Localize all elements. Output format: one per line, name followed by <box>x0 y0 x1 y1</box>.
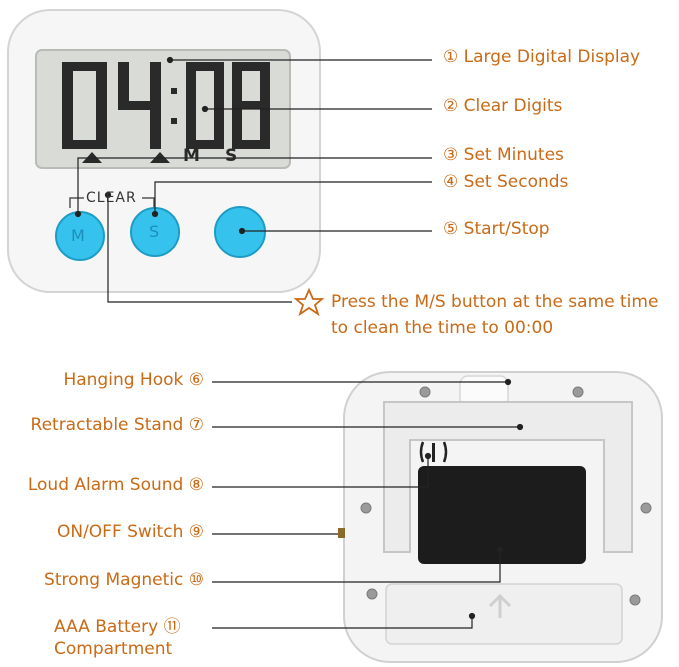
screw-icon <box>360 386 652 606</box>
callout-strong-magnetic: Strong Magnetic ⑩ <box>44 570 204 590</box>
callout-text: Set Minutes <box>463 145 564 165</box>
lcd-digits <box>62 62 270 149</box>
second-button-label: S <box>149 222 160 241</box>
callout-clear-digits: ② Clear Digits <box>443 96 562 116</box>
clear-label: CLEAR <box>86 190 137 206</box>
callout-text: Set Seconds <box>463 172 569 192</box>
callout-text: Loud Alarm Sound <box>27 475 184 495</box>
callout-number: ⑩ <box>188 570 204 590</box>
speaker-icon <box>419 441 448 463</box>
callout-text-line2: Compartment <box>54 639 173 659</box>
on-off-switch[interactable] <box>338 528 345 538</box>
callout-text: Retractable Stand <box>30 415 184 435</box>
callout-number: ⑨ <box>188 522 204 542</box>
callout-number: ① <box>443 47 459 67</box>
callout-number: ④ <box>443 172 459 192</box>
arrow-icon <box>488 593 512 618</box>
retractable-stand <box>383 401 633 553</box>
callout-number: ⑦ <box>188 415 204 435</box>
tip-line-1: Press the M/S button at the same time <box>331 292 659 312</box>
lcd-second-label: S <box>225 146 238 166</box>
callout-on-off-switch: ON/OFF Switch ⑨ <box>57 522 204 542</box>
battery-compartment <box>385 583 623 645</box>
callout-aaa-battery: AAA Battery ⑪ Compartment <box>54 616 181 660</box>
callout-set-minutes: ③ Set Minutes <box>443 145 564 165</box>
callout-loud-alarm-sound: Loud Alarm Sound ⑧ <box>28 475 204 495</box>
callout-start-stop: ⑤ Start/Stop <box>443 219 550 239</box>
callout-set-seconds: ④ Set Seconds <box>443 172 568 192</box>
magnet-plate <box>418 466 586 564</box>
callout-text: Start/Stop <box>463 219 550 239</box>
callout-text: Large Digital Display <box>463 47 641 67</box>
callout-number: ③ <box>443 145 459 165</box>
callout-number: ② <box>443 96 459 116</box>
callout-text: Hanging Hook <box>63 370 184 390</box>
callout-text: AAA Battery <box>54 617 159 637</box>
minute-button-label: M <box>71 226 85 245</box>
callout-hanging-hook: Hanging Hook ⑥ <box>63 370 204 390</box>
callout-number: ⑪ <box>163 617 181 637</box>
callout-text: ON/OFF Switch <box>56 522 184 542</box>
callout-number: ⑤ <box>443 219 459 239</box>
callout-retractable-stand: Retractable Stand ⑦ <box>31 415 204 435</box>
star-icon <box>293 287 325 317</box>
callout-large-digital-display: ① Large Digital Display <box>443 47 640 67</box>
callout-text: Clear Digits <box>463 96 563 116</box>
callout-number: ⑥ <box>188 370 204 390</box>
callout-text: Strong Magnetic <box>44 570 184 590</box>
lcd-minute-label: M <box>183 146 200 166</box>
tip-line-2: to clean the time to 00:00 <box>331 318 554 338</box>
callout-number: ⑧ <box>188 475 204 495</box>
